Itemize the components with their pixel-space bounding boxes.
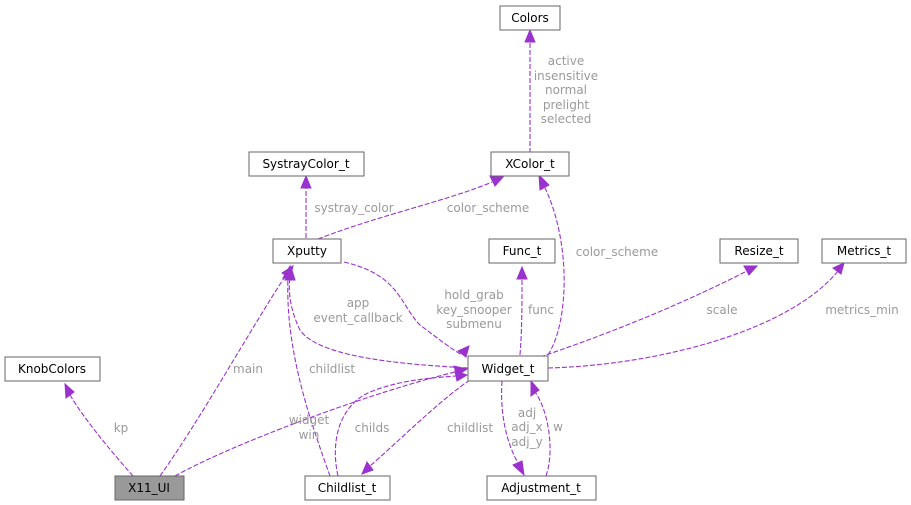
edge-label-submenu: submenu	[446, 317, 502, 331]
node-func-t[interactable]: Func_t	[488, 238, 556, 264]
edge-colors-xcolor	[524, 28, 536, 153]
edge-label-kp: kp	[114, 421, 129, 435]
edge-childlist-widget-childs	[334, 370, 469, 477]
edge-xcolor-widget	[538, 173, 565, 356]
edge-label-color-scheme-widget: color_scheme	[576, 245, 658, 259]
node-xputty[interactable]: Xputty	[272, 238, 342, 264]
node-metrics-t-label: Metrics_t	[837, 244, 892, 258]
edge-label-insensitive: insensitive	[534, 69, 598, 83]
node-adjustment-t-label: Adjustment_t	[501, 481, 581, 495]
edge-label-widget: widget	[289, 413, 330, 427]
node-systraycolor-t[interactable]: SystrayColor_t	[248, 151, 365, 177]
edge-label-w: w	[553, 420, 563, 434]
edge-func-widget	[516, 265, 528, 356]
node-resize-t[interactable]: Resize_t	[719, 238, 799, 264]
node-resize-t-label: Resize_t	[734, 244, 783, 258]
edge-xputty-widget-hold	[343, 261, 470, 358]
node-xcolor-t-label: XColor_t	[505, 157, 555, 171]
node-func-t-label: Func_t	[503, 244, 542, 258]
edge-label-active: active	[548, 54, 584, 68]
node-colors-label: Colors	[511, 11, 549, 25]
edge-label-selected: selected	[541, 112, 592, 126]
edge-label-childlist-widget: childlist	[447, 421, 493, 435]
edge-metrics-widget	[547, 262, 845, 369]
edge-label-normal: normal	[545, 83, 587, 97]
edge-label-main: main	[233, 362, 263, 376]
node-x11-ui[interactable]: X11_UI	[114, 475, 185, 501]
edge-label-hold-grab: hold_grab	[444, 288, 503, 302]
edge-label-prelight: prelight	[543, 98, 590, 112]
edge-x11ui-xputty	[159, 264, 294, 477]
node-metrics-t[interactable]: Metrics_t	[821, 238, 907, 264]
edge-systraycolor-xputty	[300, 174, 312, 238]
edge-label-adj-x: adj_x	[511, 420, 542, 434]
node-childlist-t[interactable]: Childlist_t	[304, 475, 391, 501]
edge-widget-childlist	[361, 379, 471, 475]
node-widget-t[interactable]: Widget_t	[467, 355, 549, 382]
node-x11-ui-label: X11_UI	[128, 481, 170, 495]
edge-label-func: func	[528, 303, 554, 317]
node-colors[interactable]: Colors	[499, 5, 561, 31]
node-xputty-label: Xputty	[287, 244, 327, 258]
edge-resize-widget	[539, 265, 759, 358]
edge-label-metrics-min: metrics_min	[825, 303, 899, 317]
edge-label-app: app	[347, 296, 370, 310]
edge-label-scale: scale	[707, 303, 738, 317]
node-knobcolors[interactable]: KnobColors	[4, 356, 101, 382]
node-xcolor-t[interactable]: XColor_t	[490, 151, 570, 177]
edge-x11ui-knobcolors	[64, 382, 134, 477]
node-adjustment-t[interactable]: Adjustment_t	[486, 475, 597, 501]
edge-label-childs: childs	[355, 421, 390, 435]
edge-label-key-snooper: key_snooper	[436, 303, 512, 317]
node-widget-t-label: Widget_t	[482, 362, 535, 376]
edge-label-childlist-xputty: childlist	[309, 362, 355, 376]
edge-adjustment-widget	[530, 379, 551, 477]
edge-label-color-scheme-xputty: color_scheme	[447, 201, 529, 215]
edge-childlist-xputty	[282, 264, 331, 477]
edge-label-systray-color: systray_color	[314, 201, 393, 215]
edge-label-adj: adj	[518, 406, 536, 420]
node-systraycolor-t-label: SystrayColor_t	[262, 157, 349, 171]
edge-widget-adjustment	[501, 380, 525, 477]
edge-label-event-callback: event_callback	[313, 311, 402, 325]
edge-label-win: win	[299, 428, 320, 442]
edge-label-adj-y: adj_y	[511, 435, 542, 449]
node-childlist-t-label: Childlist_t	[318, 481, 377, 495]
node-knobcolors-label: KnobColors	[18, 362, 86, 376]
